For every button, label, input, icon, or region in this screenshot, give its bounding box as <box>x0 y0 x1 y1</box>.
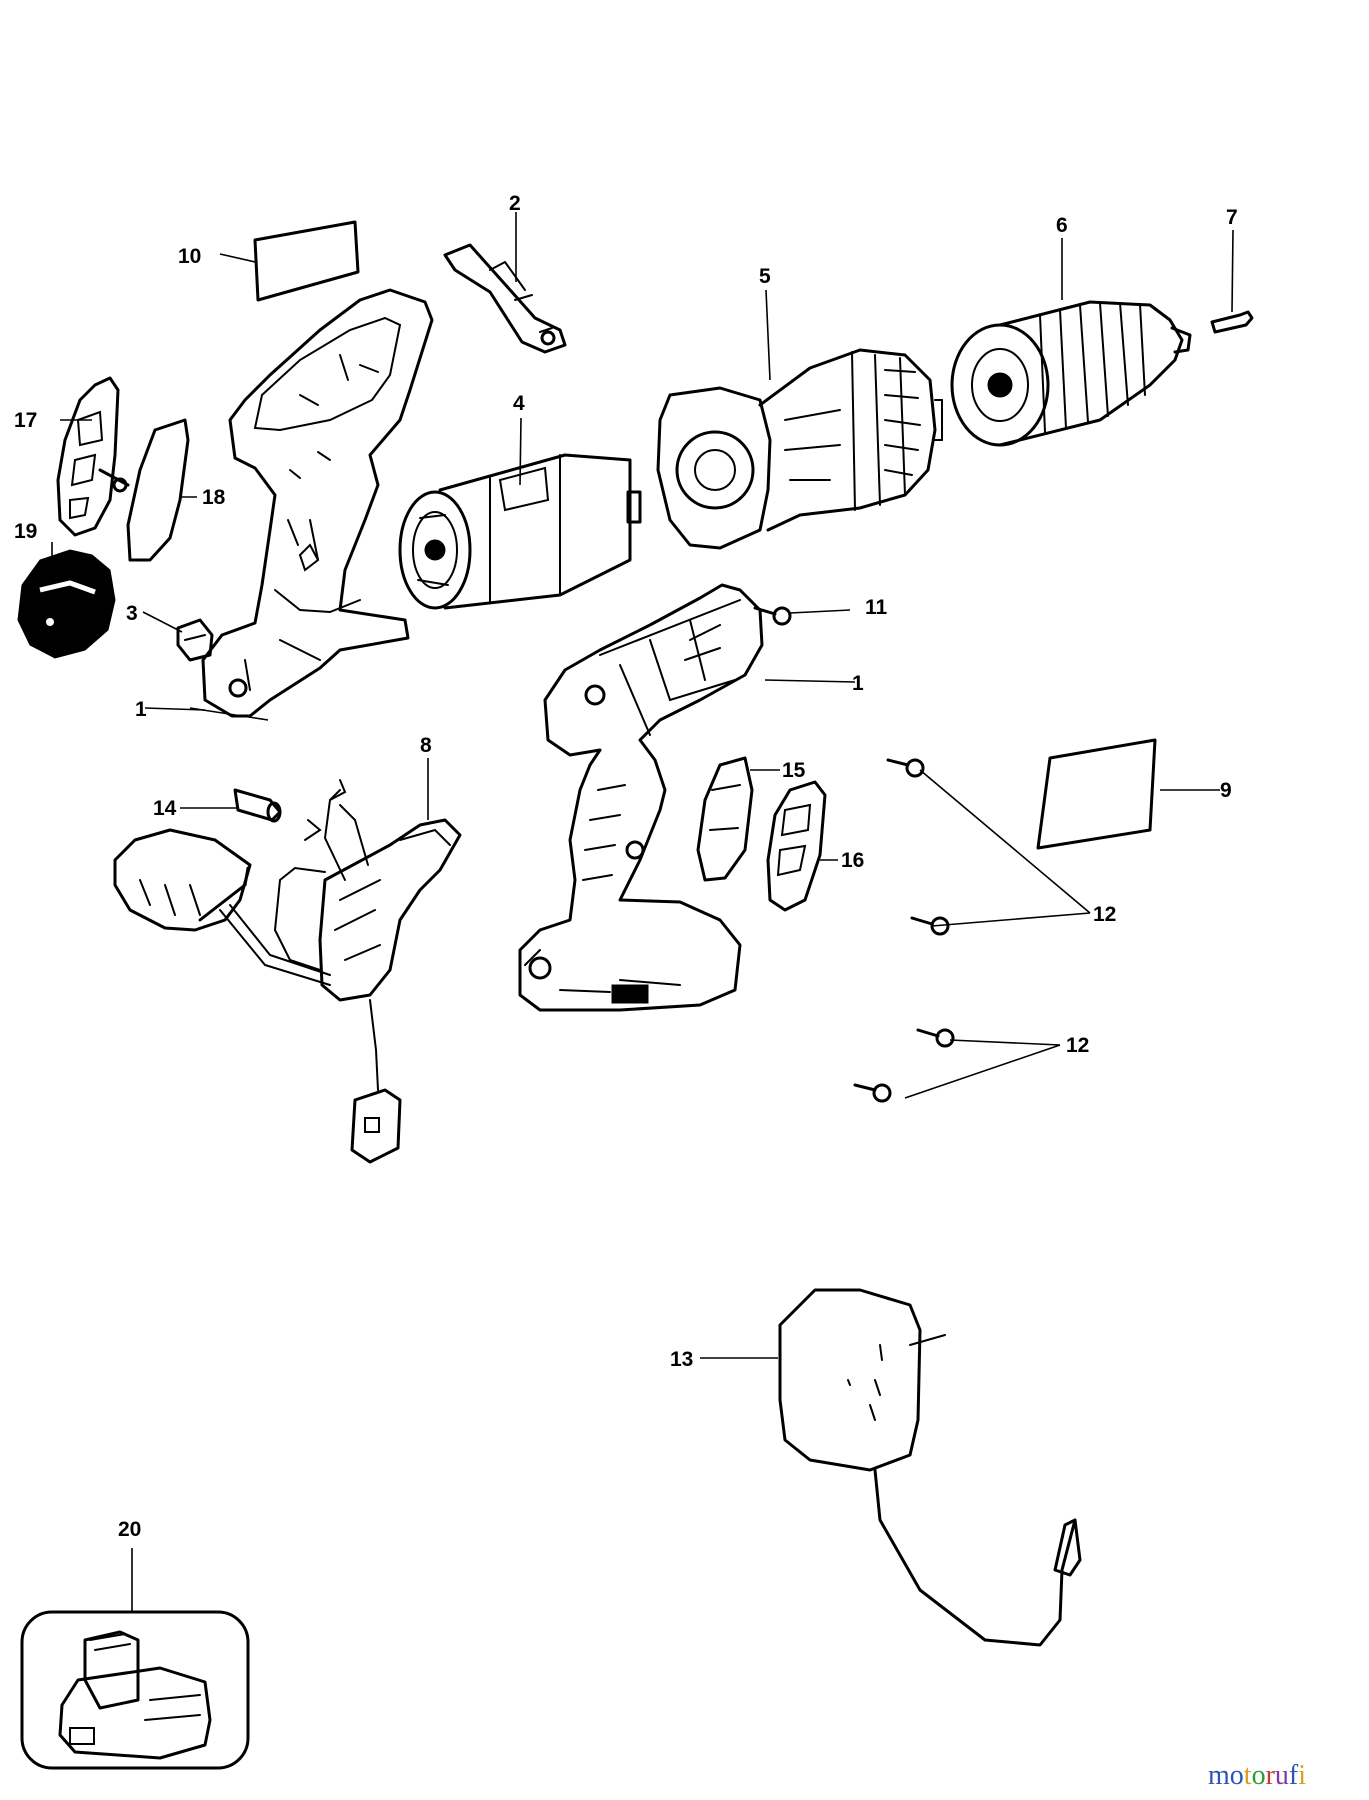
callout-4: 4 <box>513 392 525 415</box>
callout-5: 5 <box>759 265 771 288</box>
part-2-brush-clip <box>443 243 567 354</box>
part-8-switch-assembly <box>113 779 462 1164</box>
callout-12b: 12 <box>1066 1034 1089 1057</box>
part-16-cover <box>766 780 827 912</box>
callout-19: 19 <box>14 520 37 543</box>
callout-15: 15 <box>782 759 806 782</box>
part-11-screw <box>753 606 792 626</box>
watermark-letter-i: i <box>1298 1760 1306 1791</box>
part-4-motor <box>398 453 642 610</box>
watermark-letter-f: f <box>1288 1760 1299 1791</box>
callout-1a: 1 <box>135 698 147 721</box>
part-14-cylinder <box>233 788 282 823</box>
callout-6: 6 <box>1056 214 1068 237</box>
watermark-letter-r: r <box>1265 1760 1275 1791</box>
callout-7: 7 <box>1226 206 1238 229</box>
part-20-battery <box>20 1610 250 1770</box>
part-7-screw <box>1210 310 1254 334</box>
watermark-letter-u: u <box>1274 1760 1289 1791</box>
watermark-logo: motorufi <box>1208 1760 1306 1792</box>
part-5-gearbox <box>656 348 943 550</box>
part-15-grip <box>696 756 754 882</box>
callout-9: 9 <box>1220 779 1232 802</box>
callout-20: 20 <box>118 1518 141 1541</box>
watermark-letter-o1: o <box>1229 1760 1244 1791</box>
watermark-letter-t: t <box>1243 1760 1252 1791</box>
part-17-side-cover <box>56 376 130 537</box>
callout-12a: 12 <box>1093 903 1116 926</box>
callout-numbers: 10 2 3 4 5 6 7 8 9 1 1 11 12 12 13 14 15… <box>14 192 1238 1541</box>
callout-18: 18 <box>202 486 226 509</box>
callout-1b: 1 <box>852 672 864 695</box>
watermark-letter-o2: o <box>1251 1760 1266 1791</box>
callout-8: 8 <box>420 734 432 757</box>
callout-13: 13 <box>670 1348 693 1371</box>
part-12-screws <box>853 758 955 1103</box>
part-19-badge <box>17 549 116 659</box>
part-13-charger <box>778 1288 1082 1647</box>
callout-10: 10 <box>178 245 201 268</box>
part-10-label-sheet <box>253 220 360 302</box>
part-1-right-housing <box>518 583 764 1012</box>
callout-11: 11 <box>865 596 888 619</box>
part-6-chuck <box>950 300 1192 447</box>
part-3-small-switch <box>176 618 214 662</box>
callout-3: 3 <box>126 602 138 625</box>
part-1-left-housing <box>201 288 434 718</box>
callout-16: 16 <box>841 849 864 872</box>
part-9-label-sheet <box>1036 738 1157 850</box>
callout-14: 14 <box>153 797 177 820</box>
callout-2: 2 <box>509 192 521 215</box>
watermark-letter-m: m <box>1208 1760 1230 1791</box>
part-18-side-label <box>126 418 190 562</box>
leader-lines <box>51 212 1234 1612</box>
callout-17: 17 <box>14 409 37 432</box>
